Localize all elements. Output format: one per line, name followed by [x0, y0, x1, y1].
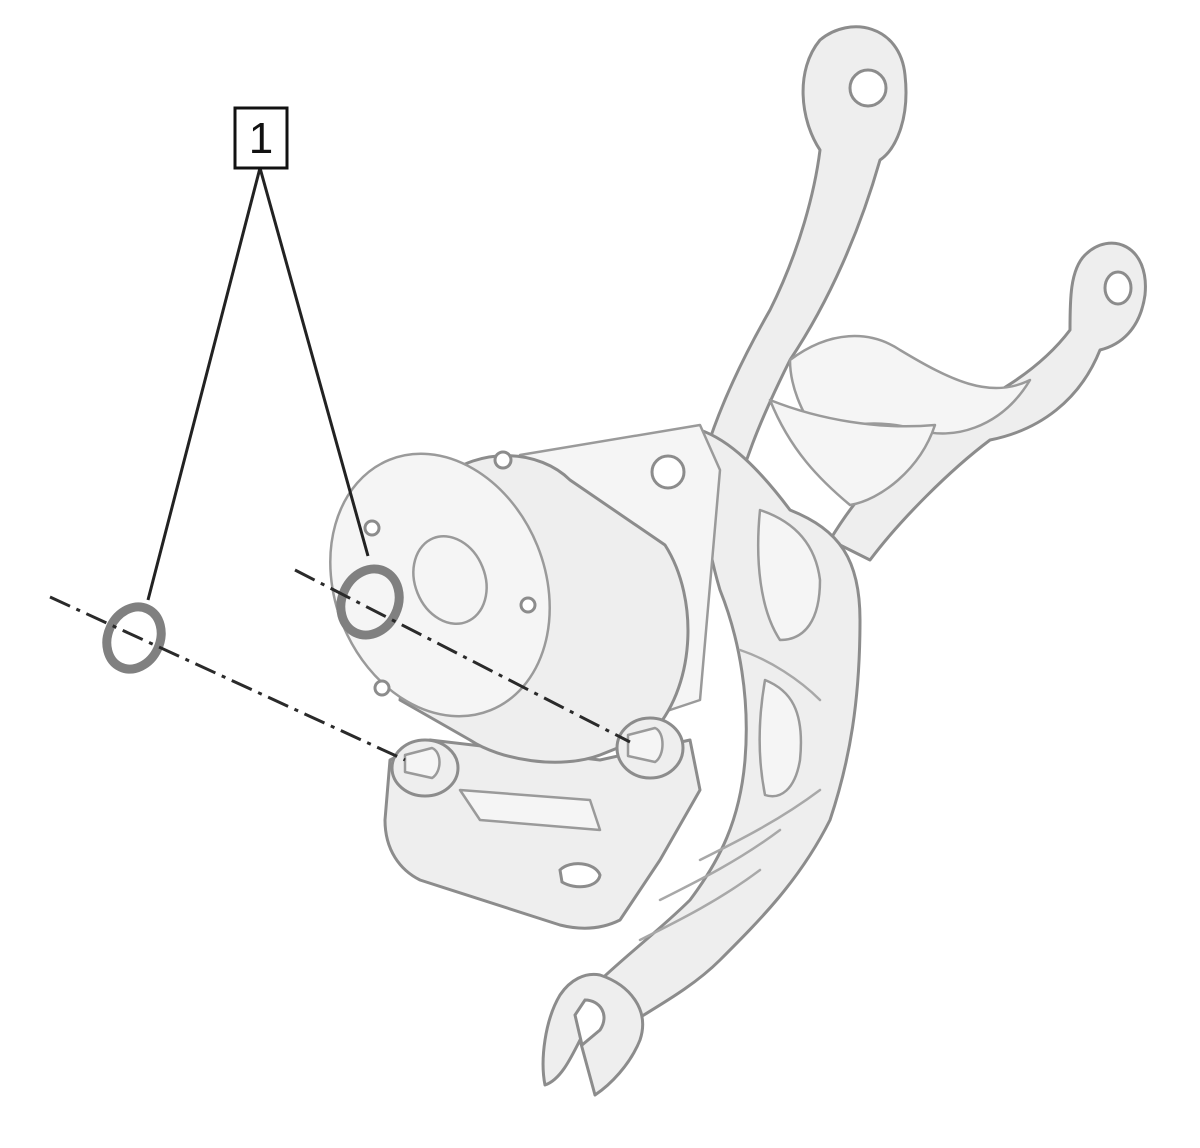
bracket-rib-2	[698, 788, 822, 862]
module-base-plate	[383, 738, 702, 930]
right-stud	[626, 726, 664, 764]
left-stud	[403, 746, 441, 780]
end-face-bolt-2	[519, 596, 537, 614]
leader-line-right	[258, 167, 370, 557]
assembly-axes	[49, 568, 631, 762]
bracket-pocket-upper	[756, 508, 822, 642]
seals	[102, 564, 404, 674]
bracket-rib-1	[738, 648, 822, 702]
bracket-window	[768, 398, 937, 507]
seal-right	[336, 564, 404, 640]
back-plate-hole	[650, 454, 686, 490]
base-plate	[383, 738, 702, 930]
callout-label: 1	[249, 114, 273, 163]
mounting-bracket	[541, 25, 1147, 1097]
axis-left-seal	[49, 595, 406, 762]
end-face-bolt-4	[363, 519, 381, 537]
leader-line-left	[146, 167, 262, 601]
end-face-bolt-3	[373, 679, 391, 697]
right-eyelet-hole	[1103, 270, 1133, 306]
module-housing	[329, 423, 722, 764]
callout-box	[233, 106, 289, 170]
upper-eyelet-hole	[848, 68, 888, 108]
base-plate-slot	[558, 862, 602, 889]
base-plate-recess	[458, 788, 602, 832]
bracket-pocket-lower	[758, 678, 803, 798]
mounting-studs	[390, 716, 685, 798]
seal-left	[102, 602, 166, 674]
bracket-rib-3	[658, 828, 782, 902]
bracket-rib-4	[638, 868, 762, 942]
end-face-boss	[412, 535, 488, 625]
end-face-bolt-1	[493, 450, 513, 470]
callout-1: 1	[146, 106, 370, 601]
fork-slot	[573, 998, 606, 1048]
